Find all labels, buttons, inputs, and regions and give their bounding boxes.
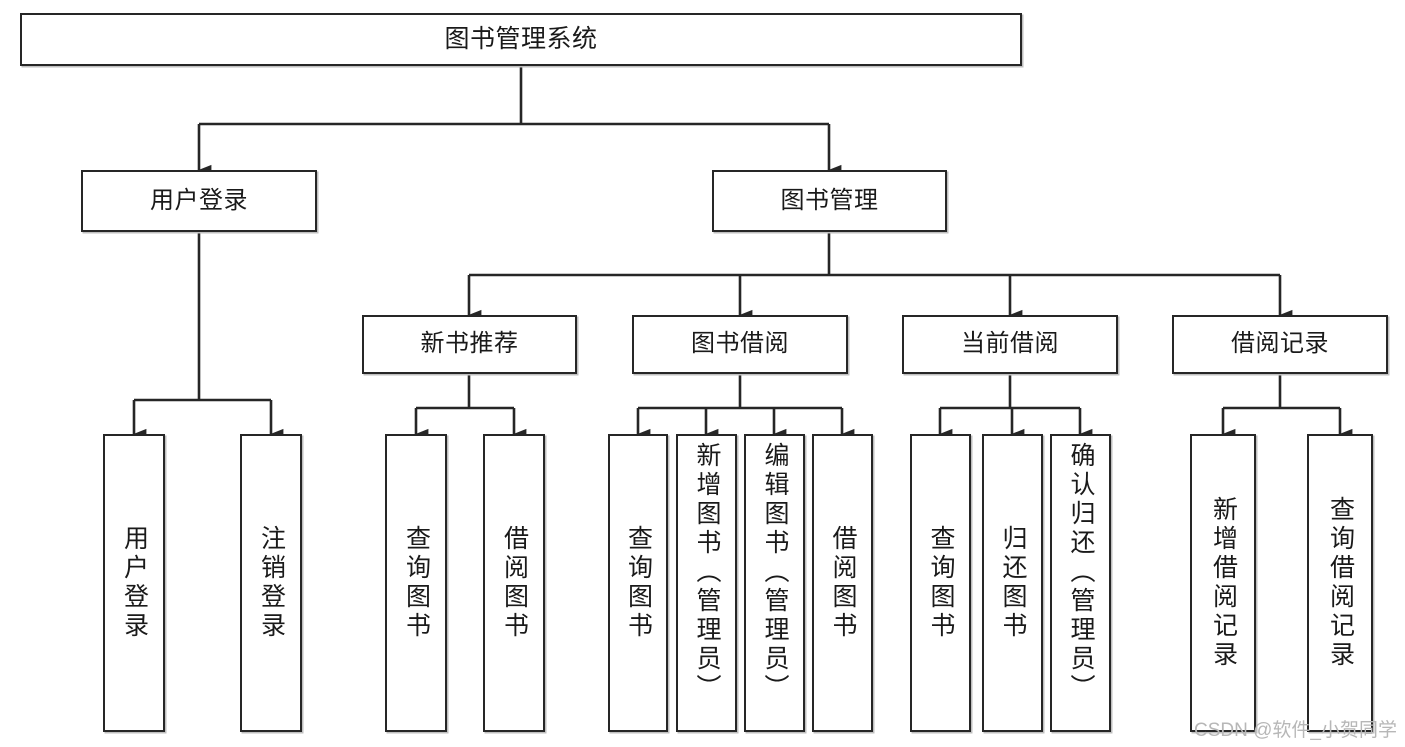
node-leaf-edit-book-label: 编辑图书（管理员）	[761, 442, 789, 703]
node-leaf-add-book[interactable]: 新增图书（管理员）	[676, 434, 737, 732]
node-leaf-query-book-2[interactable]: 查询图书	[608, 434, 668, 732]
node-book-manage-label: 图书管理	[780, 186, 879, 214]
node-book-borrow[interactable]: 图书借阅	[632, 315, 848, 374]
node-leaf-query-borrow-rec-label: 查询借阅记录	[1326, 496, 1355, 670]
node-leaf-return-book[interactable]: 归还图书	[982, 434, 1043, 732]
node-current-borrow-label: 当前借阅	[961, 330, 1059, 358]
node-leaf-borrow-book-1[interactable]: 借阅图书	[483, 434, 545, 732]
node-leaf-query-borrow-rec[interactable]: 查询借阅记录	[1307, 434, 1373, 732]
node-leaf-query-book-1-label: 查询图书	[402, 525, 431, 641]
watermark-text: CSDN @软件_小贺同学	[1194, 720, 1397, 741]
node-leaf-edit-book[interactable]: 编辑图书（管理员）	[744, 434, 805, 732]
node-leaf-logout-login[interactable]: 注销登录	[240, 434, 302, 732]
node-leaf-logout-login-label: 注销登录	[257, 525, 286, 641]
node-leaf-user-login-label: 用户登录	[120, 525, 149, 641]
node-leaf-confirm-return-label: 确认归还（管理员）	[1067, 442, 1095, 703]
node-leaf-borrow-book-1-label: 借阅图书	[500, 525, 529, 641]
node-borrow-record[interactable]: 借阅记录	[1172, 315, 1388, 374]
node-borrow-record-label: 借阅记录	[1231, 330, 1329, 358]
node-book-manage[interactable]: 图书管理	[712, 170, 947, 232]
node-leaf-query-book-2-label: 查询图书	[624, 525, 653, 641]
node-book-borrow-label: 图书借阅	[691, 330, 789, 358]
node-leaf-return-book-label: 归还图书	[999, 525, 1027, 641]
node-new-book-recommend[interactable]: 新书推荐	[362, 315, 577, 374]
node-leaf-user-login[interactable]: 用户登录	[103, 434, 165, 732]
node-leaf-borrow-book-2[interactable]: 借阅图书	[812, 434, 873, 732]
node-leaf-add-book-label: 新增图书（管理员）	[693, 442, 721, 703]
node-leaf-add-borrow-rec-label: 新增借阅记录	[1209, 496, 1238, 670]
node-user-login-label: 用户登录	[150, 186, 248, 214]
node-leaf-query-book-3[interactable]: 查询图书	[910, 434, 971, 732]
node-leaf-query-book-1[interactable]: 查询图书	[385, 434, 447, 732]
node-leaf-add-borrow-rec[interactable]: 新增借阅记录	[1190, 434, 1256, 732]
node-new-book-recommend-label: 新书推荐	[420, 330, 519, 358]
node-leaf-confirm-return[interactable]: 确认归还（管理员）	[1050, 434, 1111, 732]
node-current-borrow[interactable]: 当前借阅	[902, 315, 1118, 374]
node-leaf-query-book-3-label: 查询图书	[927, 525, 955, 641]
node-root-label: 图书管理系统	[444, 24, 598, 53]
node-user-login[interactable]: 用户登录	[81, 170, 317, 232]
node-leaf-borrow-book-2-label: 借阅图书	[829, 525, 857, 641]
node-root[interactable]: 图书管理系统	[20, 13, 1022, 66]
